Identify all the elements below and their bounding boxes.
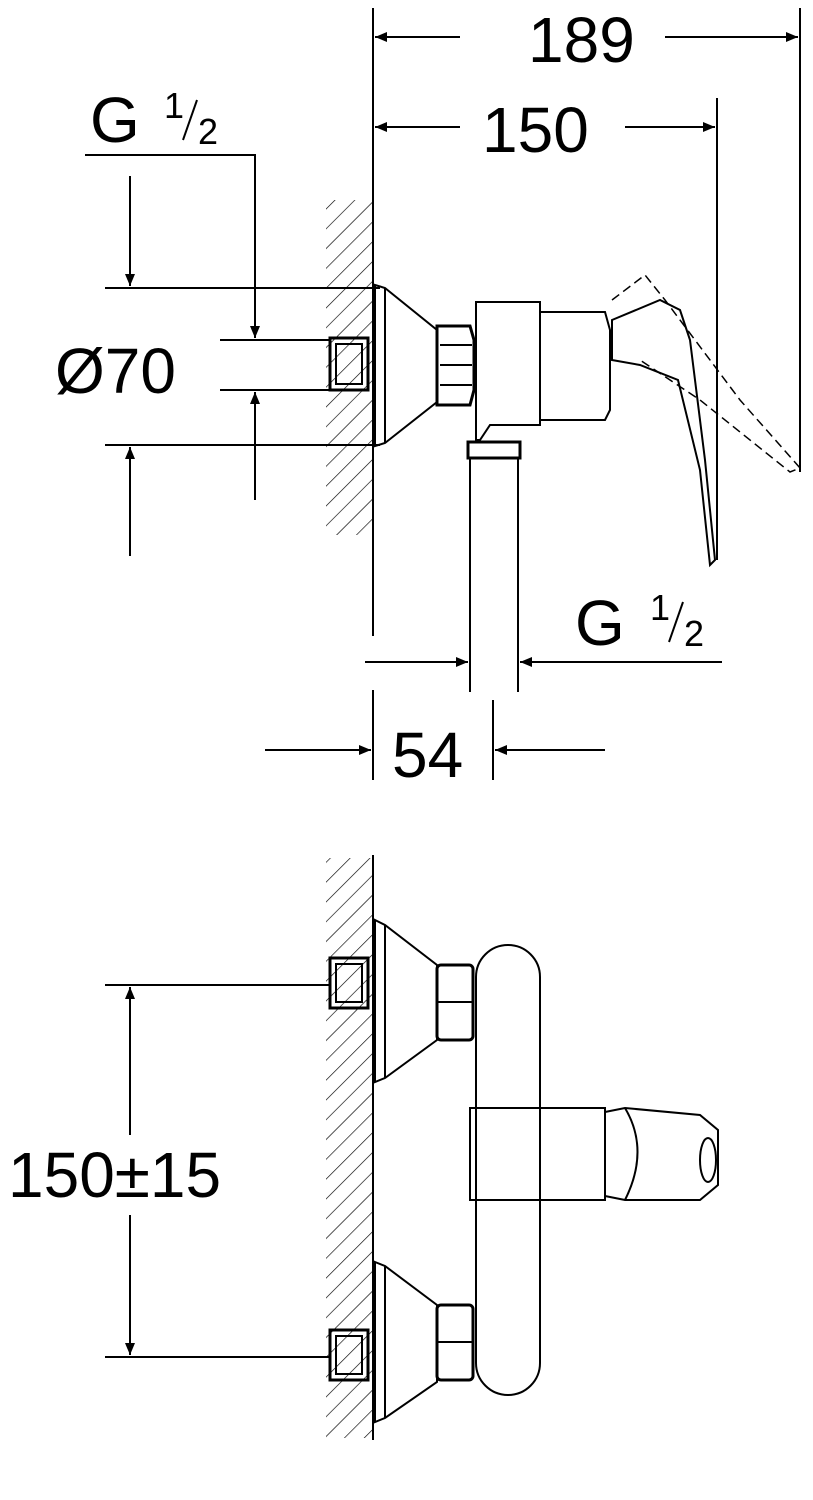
outlet-offset-dimension: 54 bbox=[265, 690, 605, 791]
svg-text:1: 1 bbox=[650, 587, 670, 628]
svg-text:2: 2 bbox=[684, 613, 704, 654]
flange-diameter-label: Ø70 bbox=[55, 335, 176, 407]
svg-text:1: 1 bbox=[164, 85, 184, 126]
inlet-spacing-dimension: 150±15 bbox=[8, 984, 330, 1358]
side-view: 189 150 G 1 2 Ø70 bbox=[55, 4, 802, 791]
wall-hatching bbox=[326, 858, 372, 1438]
flange-diameter-dimension: Ø70 bbox=[55, 176, 380, 556]
lever-depth-label: 150 bbox=[482, 94, 589, 166]
inlet-thread-callout: G 1 2 bbox=[85, 84, 330, 500]
inlet-spacing-label: 150±15 bbox=[8, 1139, 221, 1211]
wall-hatching bbox=[326, 200, 372, 535]
outlet-thread-callout: G 1 2 bbox=[365, 587, 722, 667]
svg-text:G: G bbox=[90, 84, 140, 156]
dimension-150: 150 bbox=[375, 94, 715, 166]
dimension-189: 189 bbox=[375, 4, 798, 76]
front-view: 150±15 bbox=[8, 855, 719, 1440]
svg-text:2: 2 bbox=[198, 111, 218, 152]
svg-text:G: G bbox=[575, 587, 625, 659]
outlet-offset-label: 54 bbox=[392, 719, 463, 791]
overall-depth-label: 189 bbox=[528, 4, 635, 76]
